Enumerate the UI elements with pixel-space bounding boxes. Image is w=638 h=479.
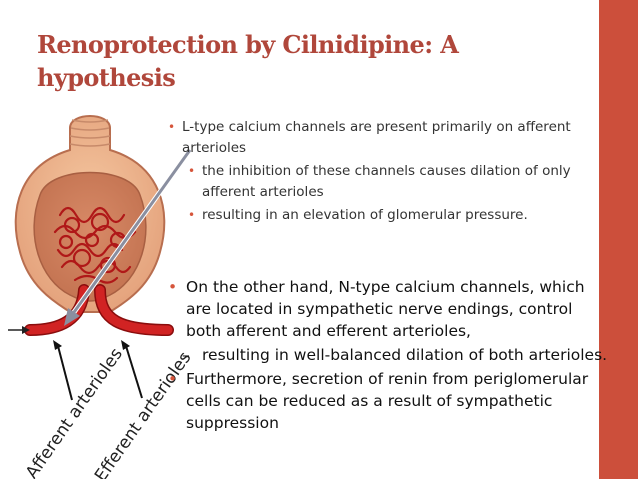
bullet-elevation: • resulting in an elevation of glomerula… (188, 205, 588, 226)
label-arrows (53, 340, 143, 401)
bullet-dot-icon: • (188, 208, 196, 222)
bullets-top: • L-type calcium channels are present pr… (168, 117, 588, 228)
pointer-arrow-icon (64, 148, 193, 326)
bullet-l-type: • L-type calcium channels are present pr… (168, 119, 571, 156)
bullet-dot-icon: • (168, 370, 178, 388)
bullet-dash-icon: – (182, 346, 190, 364)
bullet-dot-icon: • (168, 278, 178, 296)
slide-title: Renoprotection by Cilnidipine: A hypothe… (37, 30, 459, 92)
bullet-balanced-dilation: – resulting in well-balanced dilation of… (182, 346, 608, 364)
bullet-dot-icon: • (188, 164, 196, 178)
bowman-capsule (14, 115, 166, 313)
bullets-bottom: • On the other hand, N-type calcium chan… (168, 276, 608, 436)
bullet-renin: • Furthermore, secretion of renin from p… (168, 370, 589, 432)
accent-bar (599, 0, 638, 479)
bullet-dot-icon: • (168, 120, 176, 134)
bullet-n-type: • On the other hand, N-type calcium chan… (168, 278, 585, 340)
flow-arrow-icon (8, 326, 30, 334)
bullet-inhibition: • the inhibition of these channels cause… (188, 163, 571, 200)
